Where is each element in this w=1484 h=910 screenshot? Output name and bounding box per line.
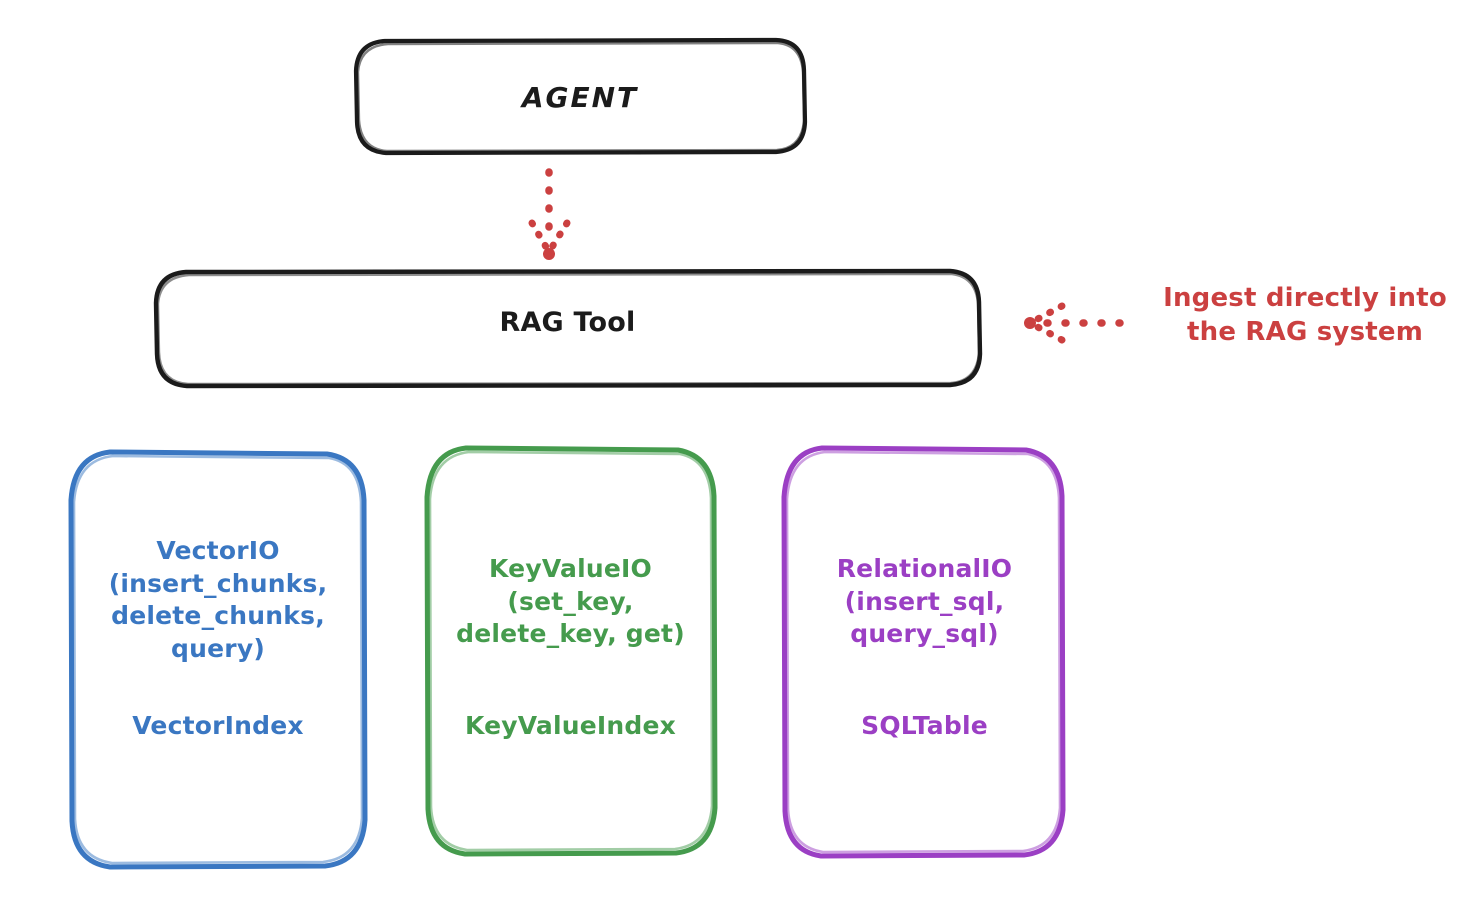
agent-node[interactable] — [353, 37, 808, 156]
rag-tool-node-outline — [153, 268, 983, 389]
ingest-annotation-text: Ingest directly into the RAG system — [1163, 283, 1447, 348]
agent-node-outline-sketch — [356, 41, 806, 153]
relational-store-node-outline-sketch — [785, 450, 1062, 854]
agent-node-outline — [353, 37, 808, 156]
relational-store-node[interactable] — [781, 445, 1066, 859]
agent-to-rag-connector — [528, 168, 571, 260]
vector-store-methods-label: VectorIO (insert_chunks, delete_chunks, … — [108, 536, 328, 663]
keyvalue-store-methods-label: KeyValueIO (set_key, delete_key, get) — [456, 554, 685, 648]
vector-store-node[interactable] — [68, 449, 368, 870]
rag-tool-node-outline-sketch — [156, 272, 981, 386]
relational-store-node-outline — [781, 445, 1066, 859]
rag-tool-node-label: RAG Tool — [499, 307, 636, 338]
agent-node-label: AGENT — [521, 81, 639, 114]
relational-store-index-label: SQLTable — [861, 711, 988, 740]
vector-store-node-outline — [68, 449, 368, 870]
note-to-rag-arrow-tip — [1024, 317, 1036, 329]
agent-to-rag-arrow-tip — [543, 248, 555, 260]
agent-to-rag-arrowhead-right — [545, 219, 571, 256]
note-to-rag-arrowhead-bottom — [1028, 320, 1066, 344]
keyvalue-store-node-outline-sketch — [428, 450, 714, 852]
note-to-rag-arrowhead-top — [1028, 302, 1066, 326]
keyvalue-store-node[interactable] — [424, 445, 718, 857]
relational-store-methods-label: RelationalIO (insert_sql, query_sql) — [836, 554, 1013, 648]
agent-to-rag-arrowhead-left — [528, 219, 553, 256]
vector-store-node-outline-sketch — [72, 454, 364, 865]
rag-tool-node[interactable] — [153, 268, 983, 389]
note-to-rag-connector — [1024, 302, 1124, 344]
keyvalue-store-node-outline — [424, 445, 718, 857]
keyvalue-store-index-label: KeyValueIndex — [464, 711, 677, 740]
vector-store-index-label: VectorIndex — [132, 711, 304, 740]
